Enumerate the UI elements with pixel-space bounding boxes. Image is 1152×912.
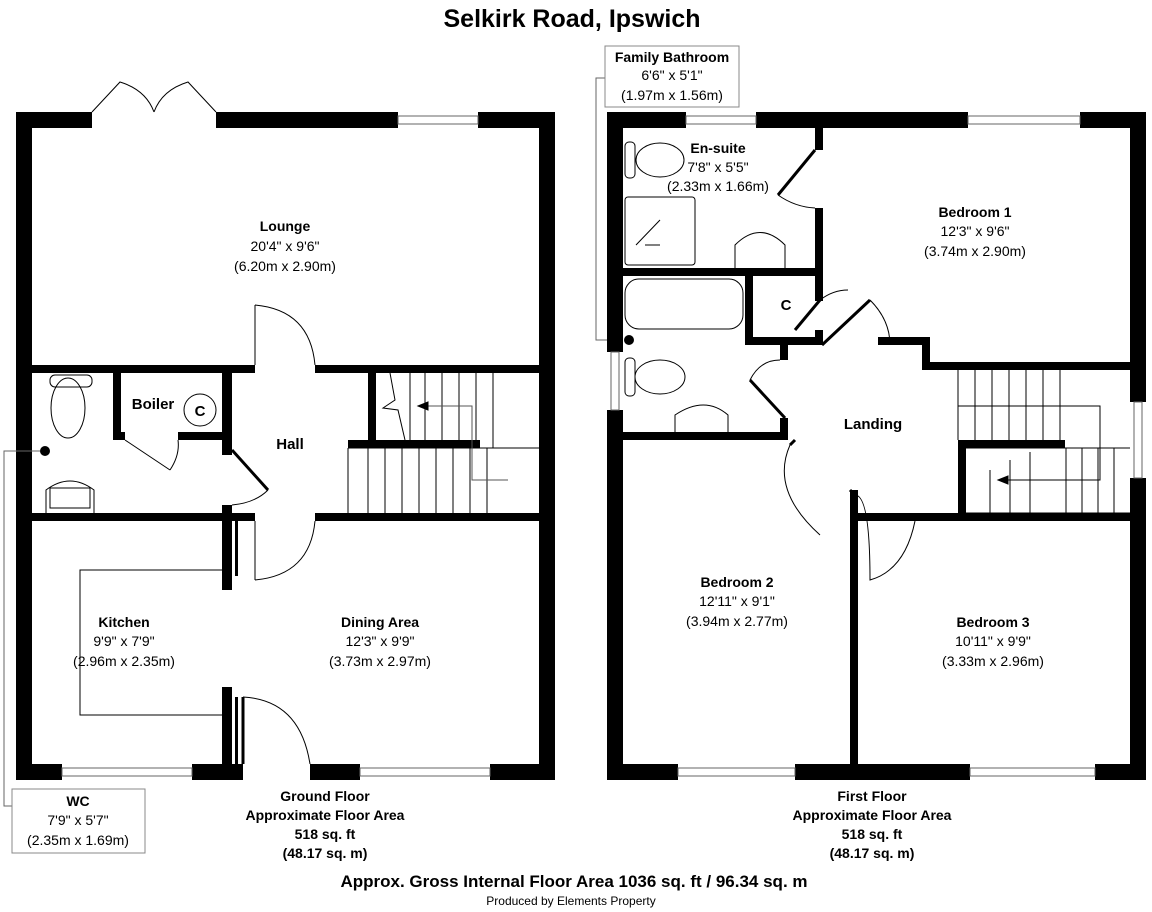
- boiler-label: Boiler: [132, 396, 175, 413]
- svg-text:(2.35m x 1.69m): (2.35m x 1.69m): [27, 832, 129, 848]
- landing-label: Landing: [844, 416, 902, 433]
- gross-area: Approx. Gross Internal Floor Area 1036 s…: [340, 872, 807, 891]
- wc-label-box: [11, 788, 146, 854]
- cupboard-label: C: [195, 403, 206, 420]
- room-label-bedroom-2: Bedroom 2 12'11" x 9'1" (3.94m x 2.77m): [686, 574, 788, 629]
- wc-toilet-icon: [49, 374, 93, 439]
- ground-floor-walls: [16, 112, 555, 780]
- room-label-en-suite: En-suite 7'8" x 5'5" (2.33m x 1.66m): [667, 140, 769, 194]
- svg-text:12'3" x 9'9": 12'3" x 9'9": [346, 633, 415, 649]
- svg-text:Lounge: Lounge: [260, 218, 311, 234]
- svg-text:Bedroom 2: Bedroom 2: [700, 574, 773, 590]
- svg-text:(3.74m x 2.90m): (3.74m x 2.90m): [924, 243, 1026, 259]
- soil-pipe-icon: [40, 446, 50, 456]
- svg-text:(3.33m x 2.96m): (3.33m x 2.96m): [942, 653, 1044, 669]
- svg-text:Dining Area: Dining Area: [341, 614, 419, 630]
- bathroom-leader-line: [595, 77, 607, 341]
- svg-text:10'11" x 9'9": 10'11" x 9'9": [955, 633, 1031, 649]
- front-door-icon: [242, 696, 311, 765]
- french-doors-icon: [91, 81, 217, 113]
- svg-text:(48.17 sq. m): (48.17 sq. m): [283, 845, 368, 861]
- ground-stairs-icon: [347, 372, 539, 513]
- svg-text:(6.20m x 2.90m): (6.20m x 2.90m): [234, 258, 336, 274]
- wc-door-icon: [231, 489, 269, 506]
- ground-floor: C Boiler Hall Lounge 20'4" x 9'6" (6.20m…: [3, 81, 555, 861]
- wc-leader-line: [3, 450, 40, 807]
- svg-text:En-suite: En-suite: [690, 140, 745, 156]
- wc-basin-icon: [45, 480, 95, 513]
- svg-text:518 sq. ft: 518 sq. ft: [842, 826, 903, 842]
- soil-pipe-icon: [624, 335, 634, 345]
- room-label-kitchen: Kitchen 9'9" x 7'9" (2.96m x 2.35m): [73, 614, 175, 669]
- svg-text:(2.33m x 1.66m): (2.33m x 1.66m): [667, 178, 769, 194]
- room-label-dining-area: Dining Area 12'3" x 9'9" (3.73m x 2.97m): [329, 614, 431, 669]
- svg-text:First Floor: First Floor: [837, 788, 907, 804]
- door-swings-icon: [749, 194, 916, 581]
- first-floor-windows: [610, 115, 1143, 777]
- boiler-cylinder-icon: [183, 393, 217, 427]
- svg-text:(2.96m x 2.35m): (2.96m x 2.35m): [73, 653, 175, 669]
- room-label-wc: WC 7'9" x 5'7" (2.35m x 1.69m): [27, 793, 129, 848]
- svg-text:518 sq. ft: 518 sq. ft: [295, 826, 356, 842]
- room-label-bedroom-3: Bedroom 3 10'11" x 9'9" (3.33m x 2.96m): [942, 614, 1044, 669]
- family-bathroom-label-box: [604, 45, 740, 108]
- kitchen-counter: [79, 569, 222, 716]
- svg-text:Bedroom 1: Bedroom 1: [938, 204, 1011, 220]
- room-label-bedroom-1: Bedroom 1 12'3" x 9'6" (3.74m x 2.90m): [924, 204, 1026, 259]
- svg-text:WC: WC: [66, 793, 89, 809]
- svg-text:Approximate Floor Area: Approximate Floor Area: [793, 807, 952, 823]
- svg-text:9'9" x 7'9": 9'9" x 7'9": [93, 633, 154, 649]
- svg-text:12'3" x 9'6": 12'3" x 9'6": [941, 223, 1010, 239]
- svg-text:(48.17 sq. m): (48.17 sq. m): [830, 845, 915, 861]
- boiler-door-icon: [124, 439, 179, 471]
- room-label-lounge: Lounge 20'4" x 9'6" (6.20m x 2.90m): [234, 218, 336, 274]
- svg-text:Approximate Floor Area: Approximate Floor Area: [246, 807, 405, 823]
- first-floor: C Landing Family Bathroom 6'6" x 5'1" (1…: [595, 45, 1146, 861]
- svg-text:(3.73m x 2.97m): (3.73m x 2.97m): [329, 653, 431, 669]
- lounge-door-icon: [254, 304, 316, 366]
- ground-floor-windows: [61, 115, 491, 777]
- first-floor-area: First Floor Approximate Floor Area 518 s…: [793, 788, 952, 861]
- room-label-family-bathroom: Family Bathroom 6'6" x 5'1" (1.97m x 1.5…: [615, 49, 729, 103]
- hall-label: Hall: [276, 436, 304, 453]
- svg-text:(3.94m x 2.77m): (3.94m x 2.77m): [686, 613, 788, 629]
- svg-text:Bedroom 3: Bedroom 3: [956, 614, 1029, 630]
- ground-floor-area: Ground Floor Approximate Floor Area 518 …: [246, 788, 405, 861]
- svg-text:6'6" x 5'1": 6'6" x 5'1": [641, 67, 702, 83]
- svg-text:7'8" x 5'5": 7'8" x 5'5": [687, 159, 748, 175]
- svg-text:(1.97m x 1.56m): (1.97m x 1.56m): [621, 87, 723, 103]
- plan-title: Selkirk Road, Ipswich: [443, 5, 700, 33]
- svg-text:Ground Floor: Ground Floor: [280, 788, 370, 804]
- svg-text:12'11" x 9'1": 12'11" x 9'1": [699, 593, 775, 609]
- first-floor-walls: [607, 112, 1146, 780]
- credit: Produced by Elements Property: [486, 894, 655, 908]
- first-stairs-icon: [957, 370, 1130, 514]
- cupboard-label: C: [781, 297, 792, 314]
- svg-text:20'4" x 9'6": 20'4" x 9'6": [251, 238, 320, 254]
- bathroom-fixtures-icon: [624, 141, 786, 432]
- svg-text:Family Bathroom: Family Bathroom: [615, 49, 729, 65]
- svg-text:7'9" x 5'7": 7'9" x 5'7": [47, 812, 108, 828]
- svg-text:Kitchen: Kitchen: [98, 614, 149, 630]
- hall-door-icon: [254, 520, 316, 581]
